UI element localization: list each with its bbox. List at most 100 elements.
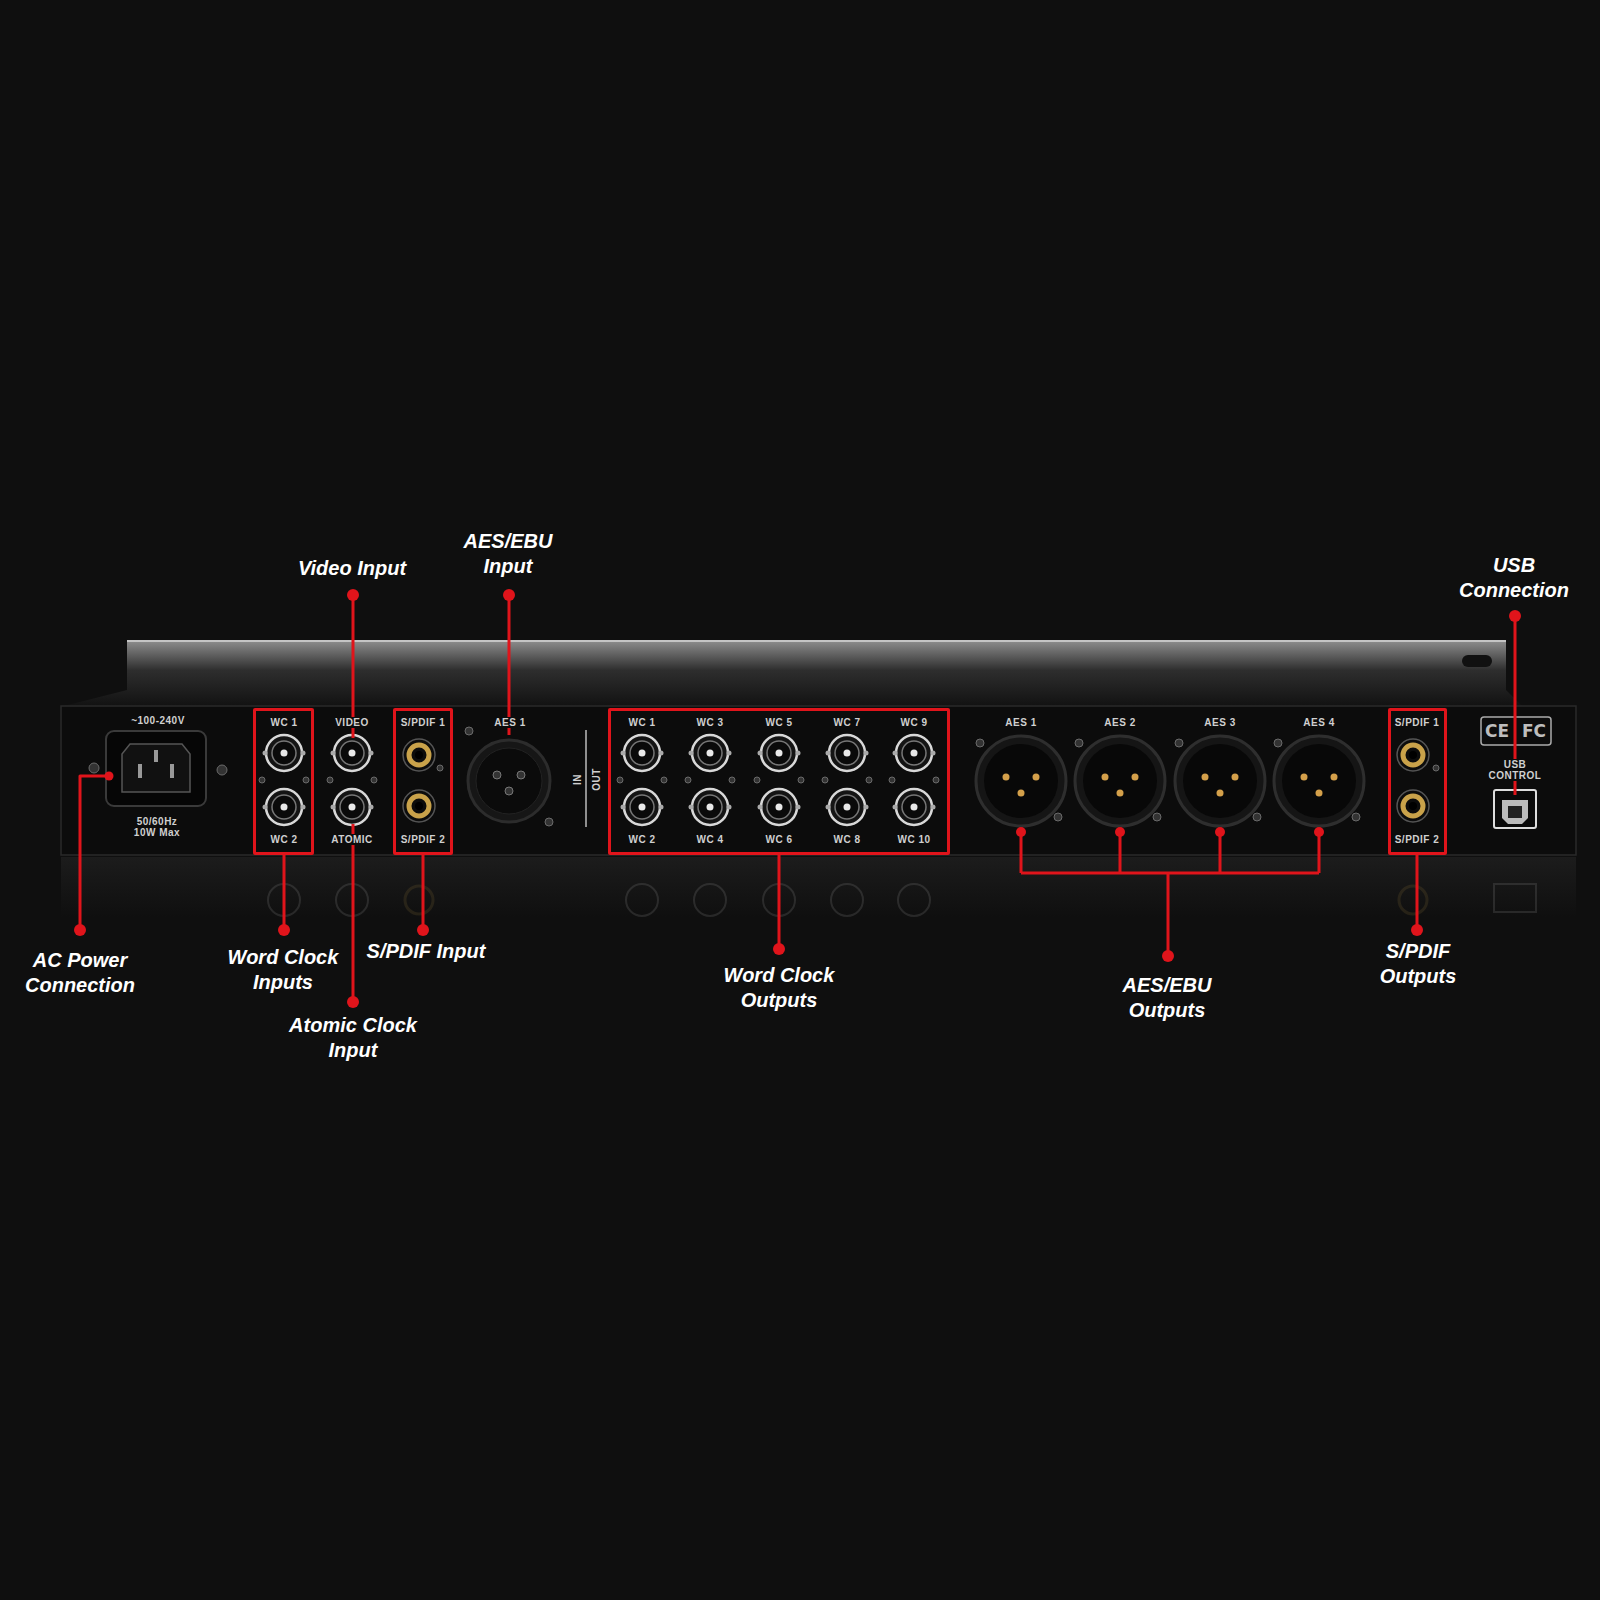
screw bbox=[822, 777, 828, 783]
bnc-pin bbox=[639, 750, 646, 757]
rca-hole bbox=[1409, 751, 1417, 759]
bnc-nub bbox=[796, 751, 801, 756]
port-label: WC 2 bbox=[269, 834, 300, 845]
panel-label: VIDEO bbox=[333, 717, 371, 728]
screw bbox=[976, 739, 984, 747]
screw bbox=[685, 777, 691, 783]
xlr-pin bbox=[1316, 790, 1323, 797]
leader-line bbox=[778, 855, 781, 949]
bnc-nub bbox=[893, 805, 898, 810]
bnc-nub bbox=[659, 805, 664, 810]
leader-dot bbox=[1115, 827, 1125, 837]
bnc-nub bbox=[689, 751, 694, 756]
bnc-nub bbox=[864, 805, 869, 810]
bnc-nub bbox=[727, 805, 732, 810]
panel-label: OUT bbox=[590, 766, 601, 793]
port-label: WC 5 bbox=[764, 717, 795, 728]
bnc-body bbox=[624, 735, 660, 771]
group-box: WC 1 WC 2 bbox=[253, 708, 314, 855]
xlr-pin bbox=[1033, 774, 1040, 781]
leader-line bbox=[508, 595, 511, 735]
bnc-nub bbox=[689, 805, 694, 810]
rca-hole bbox=[1409, 802, 1417, 810]
cert-mark: CE bbox=[1484, 722, 1510, 740]
rca-ring bbox=[409, 745, 429, 765]
leader-dot bbox=[1509, 610, 1521, 622]
leader-dot bbox=[347, 589, 359, 601]
bnc-ring bbox=[767, 795, 791, 819]
xlr-pin bbox=[1217, 790, 1224, 797]
callout-label: S/PDIF Input bbox=[367, 939, 486, 964]
screw bbox=[545, 818, 553, 826]
plate-highlight bbox=[127, 640, 1506, 642]
callout-label: Atomic Clock Input bbox=[278, 1013, 428, 1063]
xlr-face bbox=[1183, 744, 1257, 818]
bnc-ring bbox=[902, 795, 926, 819]
port-label: WC 6 bbox=[764, 834, 795, 845]
bnc-nub bbox=[659, 751, 664, 756]
screw bbox=[1153, 813, 1161, 821]
xlr-in-hole bbox=[517, 771, 525, 779]
panel-label: AES 1 bbox=[1003, 717, 1038, 728]
usb-insert bbox=[1502, 800, 1528, 824]
callout-label: AES/EBU Outputs bbox=[1102, 973, 1232, 1023]
xlr-pin bbox=[1301, 774, 1308, 781]
port-label: S/PDIF 2 bbox=[1393, 834, 1442, 845]
screw bbox=[1075, 739, 1083, 747]
callout-label: Video Input bbox=[298, 556, 406, 581]
xlr-body bbox=[976, 736, 1066, 826]
bnc-ring bbox=[340, 741, 364, 765]
panel-label: USB CONTROL bbox=[1483, 759, 1547, 781]
bnc-nub bbox=[931, 805, 936, 810]
bnc-body bbox=[896, 735, 932, 771]
screw bbox=[661, 777, 667, 783]
screw bbox=[933, 777, 939, 783]
screw bbox=[798, 777, 804, 783]
port-label: WC 1 bbox=[627, 717, 658, 728]
bnc-nub bbox=[621, 805, 626, 810]
callout-label: S/PDIF Outputs bbox=[1358, 939, 1478, 989]
bnc-pin bbox=[707, 750, 714, 757]
port-label: WC 8 bbox=[832, 834, 863, 845]
xlr-pin bbox=[1232, 774, 1239, 781]
ac-pin bbox=[154, 750, 158, 762]
reflected-usb bbox=[1494, 884, 1536, 912]
bnc-ring bbox=[630, 795, 654, 819]
leader-dot bbox=[74, 924, 86, 936]
xlr-face bbox=[1282, 744, 1356, 818]
bnc-body bbox=[334, 735, 370, 771]
xlr-body bbox=[1075, 736, 1165, 826]
callout-label: AC Power Connection bbox=[15, 948, 145, 998]
port-label: WC 1 bbox=[269, 717, 300, 728]
screw bbox=[754, 777, 760, 783]
reflected-rca bbox=[1399, 886, 1427, 914]
bnc-nub bbox=[893, 751, 898, 756]
leader-line bbox=[283, 855, 286, 930]
ac-inlet bbox=[106, 731, 206, 806]
leader-dot bbox=[1162, 950, 1174, 962]
bnc-nub bbox=[727, 751, 732, 756]
panel-label: ATOMIC bbox=[329, 834, 375, 845]
top-plate bbox=[64, 641, 1522, 706]
screw bbox=[617, 777, 623, 783]
leader-dot bbox=[773, 943, 785, 955]
screw bbox=[866, 777, 872, 783]
screw bbox=[327, 777, 333, 783]
group-box: WC 1WC 3WC 5WC 7WC 9WC 2WC 4WC 6WC 8WC 1… bbox=[608, 708, 950, 855]
bnc-body bbox=[692, 789, 728, 825]
bnc-body bbox=[266, 735, 302, 771]
leader-line bbox=[1167, 873, 1170, 956]
port-label: S/PDIF 1 bbox=[1393, 717, 1442, 728]
bnc-nub bbox=[331, 751, 336, 756]
screw bbox=[1175, 739, 1183, 747]
bnc-nub bbox=[758, 805, 763, 810]
bnc-body bbox=[266, 789, 302, 825]
bnc-nub bbox=[621, 751, 626, 756]
leader-dot bbox=[278, 924, 290, 936]
leader-line bbox=[1318, 832, 1321, 873]
reflected-rca bbox=[405, 886, 433, 914]
panel-label: AES 1 bbox=[492, 717, 527, 728]
leader-line bbox=[352, 824, 355, 1002]
